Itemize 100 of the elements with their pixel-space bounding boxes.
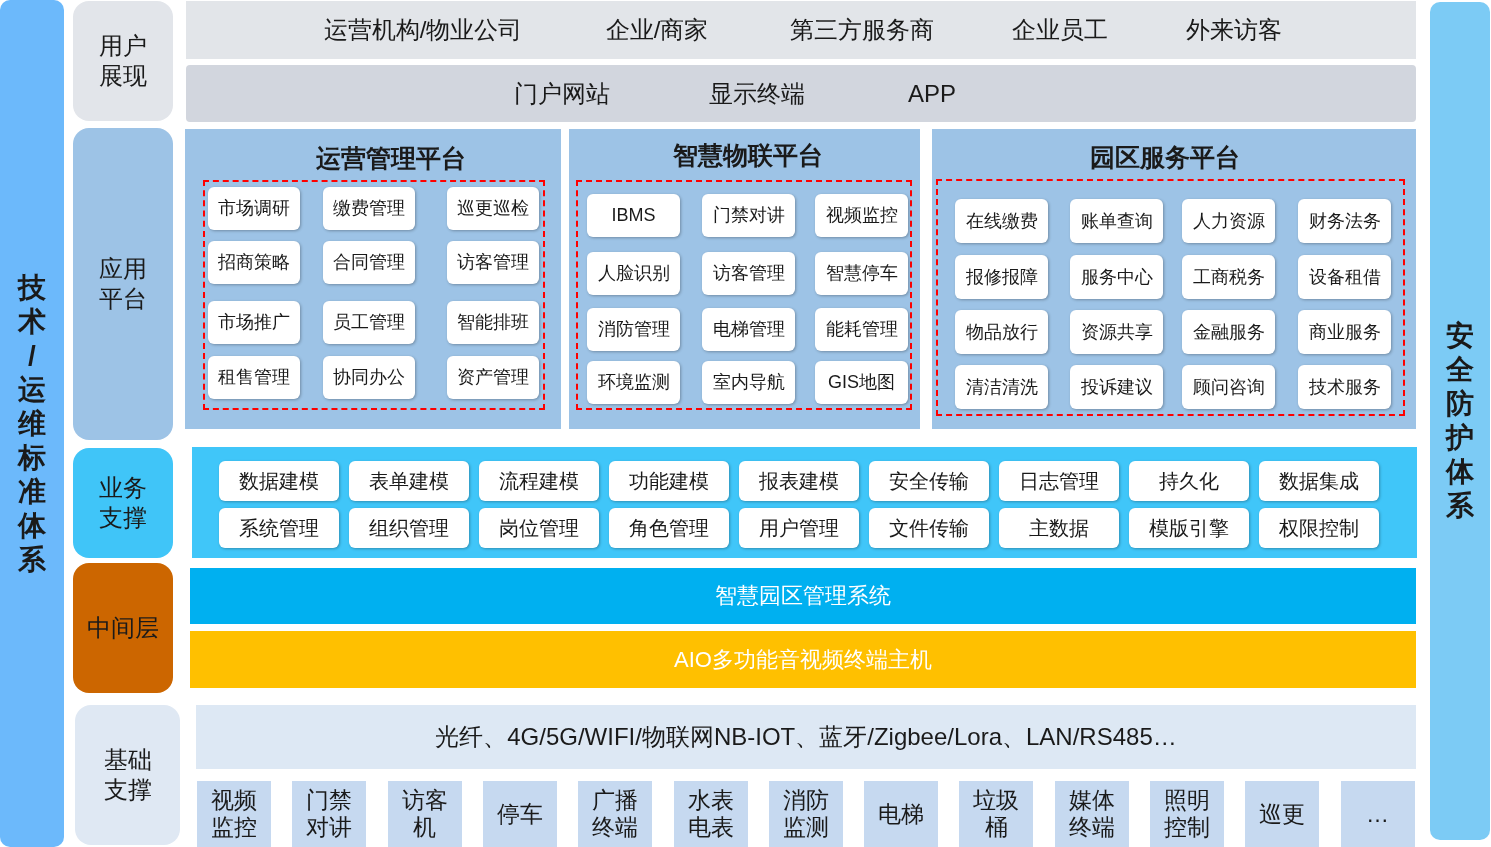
function-tile: 巡更巡检 [447, 187, 539, 230]
function-tile: 智慧停车 [815, 252, 908, 295]
side-bar [0, 0, 64, 847]
function-tile: 工商税务 [1182, 255, 1275, 299]
function-tile: GIS地图 [815, 361, 908, 404]
platform-panel [569, 129, 920, 429]
module-tile: 用户管理 [739, 508, 859, 548]
module-tile: 数据建模 [219, 461, 339, 501]
device-tile: 门禁对讲 [292, 781, 367, 847]
module-tile: 主数据 [999, 508, 1119, 548]
module-tile: 权限控制 [1259, 508, 1379, 548]
module-tile: 岗位管理 [479, 508, 599, 548]
user-type-label: 第三方服务商 [790, 15, 934, 45]
user-type-label: 企业员工 [1012, 15, 1108, 45]
device-tile: 消防监测 [768, 781, 843, 847]
device-tile: 停车 [482, 781, 557, 847]
function-tile: 金融服务 [1182, 310, 1275, 354]
user-type-label: 外来访客 [1186, 15, 1282, 45]
side-bar [1430, 2, 1490, 840]
function-tile: 资源共享 [1070, 310, 1163, 354]
function-tile: 人脸识别 [587, 252, 680, 295]
function-tile: 投诉建议 [1070, 365, 1163, 409]
function-tile: 协同办公 [323, 356, 415, 399]
function-tile: 智能排班 [447, 301, 539, 344]
function-tile: 人力资源 [1182, 199, 1275, 243]
module-tile: 日志管理 [999, 461, 1119, 501]
function-tile: 顾问咨询 [1182, 365, 1275, 409]
device-tile: 垃圾桶 [959, 781, 1034, 847]
function-tile: 视频监控 [815, 194, 908, 237]
channel-label: 门户网站 [514, 78, 610, 109]
device-tile: 电梯 [864, 781, 939, 847]
function-tile: 电梯管理 [702, 308, 795, 351]
network-band: 光纤、4G/5G/WIFI/物联网NB-IOT、蓝牙/Zigbee/Lora、LAN/RS485… [196, 705, 1416, 769]
module-tile: 数据集成 [1259, 461, 1379, 501]
layer-tab: 中间层 [73, 563, 173, 693]
module-band [192, 447, 1417, 558]
panel-title: 智慧物联平台 [673, 139, 823, 171]
function-tile: 室内导航 [702, 361, 795, 404]
function-tile: 缴费管理 [323, 187, 415, 230]
function-tile: 报修报障 [955, 255, 1048, 299]
device-tile: 广播终端 [578, 781, 653, 847]
device-tile: 访客机 [387, 781, 462, 847]
module-tile: 安全传输 [869, 461, 989, 501]
module-tile: 模版引擎 [1129, 508, 1249, 548]
module-tile: 组织管理 [349, 508, 469, 548]
function-tile: 访客管理 [702, 252, 795, 295]
function-tile: 招商策略 [208, 241, 300, 284]
dashed-frame [203, 180, 545, 410]
function-tile: 市场调研 [208, 187, 300, 230]
function-tile: 财务法务 [1298, 199, 1391, 243]
layer-tab: 用户展现 [73, 1, 173, 121]
vertical-title: 安全防护体系 [1445, 319, 1475, 523]
system-band: 智慧园区管理系统 [190, 568, 1416, 624]
channel-label: 显示终端 [709, 78, 805, 109]
platform-panel [932, 129, 1416, 429]
function-tile: 商业服务 [1298, 310, 1391, 354]
function-tile: 设备租借 [1298, 255, 1391, 299]
user-band [186, 1, 1416, 59]
function-tile: 访客管理 [447, 241, 539, 284]
vertical-title: 技术/运维标准体系 [17, 270, 47, 577]
dashed-frame [576, 180, 912, 410]
layer-tab: 应用平台 [73, 128, 173, 440]
module-tile: 报表建模 [739, 461, 859, 501]
module-tile: 系统管理 [219, 508, 339, 548]
module-tile: 表单建模 [349, 461, 469, 501]
device-tile: 视频监控 [197, 781, 271, 847]
module-tile: 流程建模 [479, 461, 599, 501]
function-tile: 门禁对讲 [702, 194, 795, 237]
function-tile: 市场推广 [208, 301, 300, 344]
dashed-frame [936, 179, 1405, 416]
function-tile: 资产管理 [447, 356, 539, 399]
function-tile: 服务中心 [1070, 255, 1163, 299]
device-tile: 巡更 [1245, 781, 1320, 847]
module-tile: 文件传输 [869, 508, 989, 548]
user-type-label: 企业/商家 [605, 15, 709, 45]
function-tile: 消防管理 [587, 308, 680, 351]
layer-tab: 业务支撑 [73, 448, 173, 558]
function-tile: 员工管理 [323, 301, 415, 344]
module-tile: 功能建模 [609, 461, 729, 501]
function-tile: 租售管理 [208, 356, 300, 399]
layer-tab: 基础支撑 [75, 705, 180, 845]
channel-label: APP [908, 79, 956, 108]
device-tile: 照明控制 [1150, 781, 1224, 847]
function-tile: 清洁清洗 [955, 365, 1048, 409]
device-tile: … [1340, 781, 1415, 847]
panel-title: 园区服务平台 [1090, 141, 1240, 173]
module-tile: 角色管理 [609, 508, 729, 548]
device-tile: 媒体终端 [1054, 781, 1129, 847]
system-band: AIO多功能音视频终端主机 [190, 631, 1416, 688]
function-tile: 物品放行 [955, 310, 1048, 354]
platform-panel [185, 129, 561, 429]
function-tile: 技术服务 [1298, 365, 1391, 409]
module-tile: 持久化 [1129, 461, 1249, 501]
function-tile: 账单查询 [1070, 199, 1163, 243]
panel-title: 运营管理平台 [316, 142, 466, 174]
function-tile: IBMS [587, 194, 680, 237]
function-tile: 能耗管理 [815, 308, 908, 351]
function-tile: 合同管理 [323, 241, 415, 284]
channel-band [186, 65, 1416, 122]
device-tile: 水表电表 [673, 781, 748, 847]
